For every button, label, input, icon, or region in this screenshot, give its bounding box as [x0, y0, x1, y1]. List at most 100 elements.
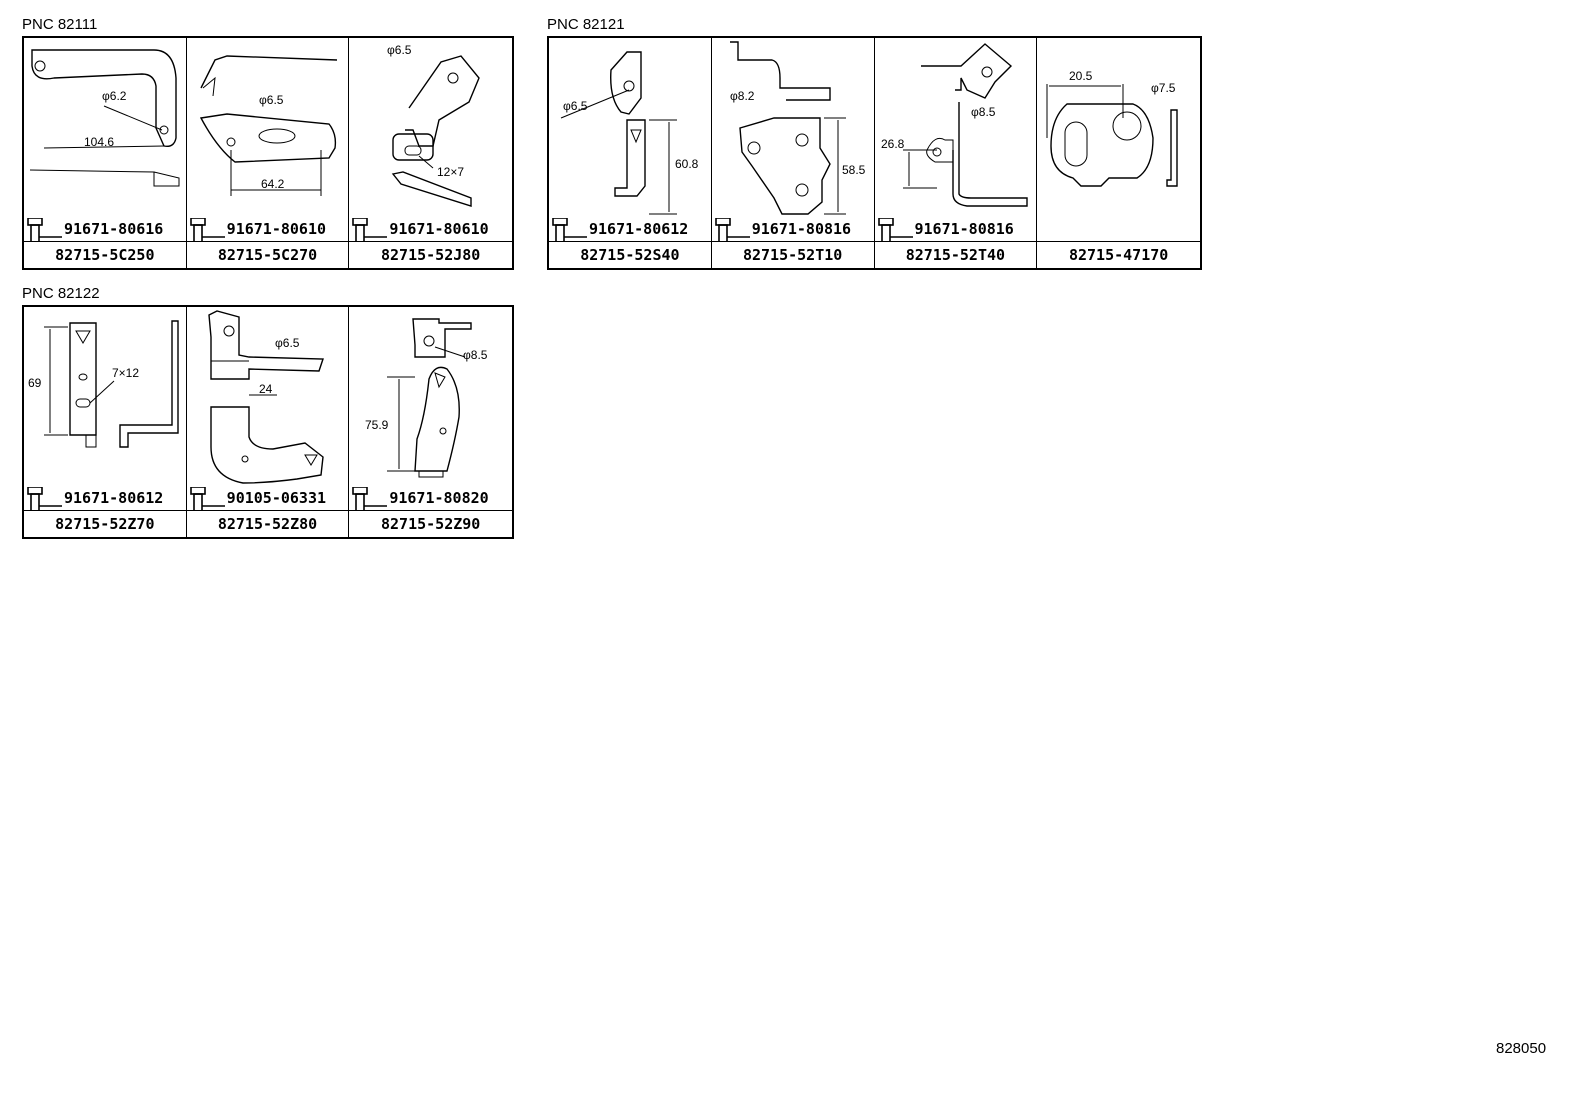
dim-height: 60.8	[675, 157, 699, 171]
dim-diameter: φ6.5	[387, 43, 412, 57]
dimension-label: 12×7	[437, 165, 464, 179]
bolt-row: 91671-80816	[712, 218, 874, 242]
dim-length: 104.6	[84, 135, 114, 149]
bracket-drawing	[44, 320, 179, 448]
dimension-label: φ6.5	[387, 43, 412, 57]
bracket-part-number[interactable]: 82715-52T40	[874, 241, 1037, 268]
part-cell[interactable]: 20.5 φ7.5 82715-47170	[1037, 38, 1200, 268]
parts-grid: φ6.5 60.8 91671-80612 82715-52S40 φ8.2 5…	[547, 36, 1202, 270]
bracket-drawing	[29, 49, 180, 187]
dim-height: 26.8	[881, 137, 905, 151]
dim-height: 58.5	[842, 163, 866, 177]
bolt-icon	[877, 218, 913, 242]
bolt-row: 91671-80820	[349, 487, 512, 511]
dimension-label: φ8.2	[730, 89, 755, 103]
dim-diameter: φ6.2	[102, 89, 127, 103]
bracket-part-number[interactable]: 82715-52J80	[349, 241, 513, 268]
bracket-drawing	[902, 43, 1028, 207]
bolt-row: 91671-80612	[24, 487, 186, 511]
bolt-part-number[interactable]: 91671-80816	[751, 220, 852, 238]
dim-length: 64.2	[261, 177, 285, 191]
bolt-row: 91671-80610	[349, 218, 512, 242]
bracket-part-number[interactable]: 82715-52Z70	[24, 510, 186, 537]
dim-diameter: φ6.5	[275, 336, 300, 350]
parts-grid: φ6.2 104.6 91671-80616 82715-5C250 φ6.5 …	[22, 36, 514, 270]
part-cell[interactable]: φ6.5 60.8 91671-80612 82715-52S40	[549, 38, 712, 268]
bracket-part-number[interactable]: 82715-5C250	[24, 241, 186, 268]
bolt-row: 91671-80612	[549, 218, 711, 242]
bracket-part-number[interactable]: 82715-5C270	[186, 241, 349, 268]
part-cell[interactable]: φ6.5 64.2 91671-80610 82715-5C270	[186, 38, 350, 268]
bracket-drawing	[392, 55, 481, 207]
dim-length: 24	[259, 382, 273, 396]
bracket-drawing	[387, 318, 473, 478]
dimension-label: 7×12	[112, 366, 139, 380]
bolt-row: 90105-06331	[187, 487, 349, 511]
dimension-label: 69	[28, 376, 42, 390]
dimension-label: φ6.5	[563, 99, 588, 113]
part-cell[interactable]: φ6.5 12×7 91671-80610 82715-52J80	[349, 38, 513, 268]
bracket-part-number[interactable]: 82715-52S40	[549, 241, 711, 268]
dimension-label: 60.8	[675, 157, 699, 171]
bolt-part-number[interactable]: 91671-80610	[389, 220, 489, 238]
dimension-label: 58.5	[842, 163, 866, 177]
part-cell[interactable]: 69 7×12 91671-80612 82715-52Z70	[24, 307, 187, 537]
dim-slot: 7×12	[112, 366, 139, 380]
bolt-row	[1037, 218, 1200, 242]
dim-diameter: φ6.5	[259, 93, 284, 107]
dimension-label: 64.2	[261, 177, 285, 191]
bracket-drawing	[1046, 84, 1178, 187]
bolt-part-number[interactable]: 91671-80616	[64, 220, 164, 238]
dimension-label: 24	[259, 382, 273, 396]
bolt-row: 91671-80816	[875, 218, 1037, 242]
bolt-part-number[interactable]: 91671-80820	[389, 489, 489, 507]
group-title: PNC 82122	[22, 285, 100, 302]
bracket-drawing	[729, 41, 846, 215]
bolt-row: 91671-80616	[24, 218, 186, 242]
bolt-icon	[27, 218, 62, 242]
bracket-drawing	[560, 51, 677, 215]
dim-height: 75.9	[365, 418, 389, 432]
bolt-icon	[27, 487, 62, 511]
bolt-icon	[189, 218, 225, 242]
bracket-drawing	[207, 310, 324, 484]
bolt-icon	[352, 487, 388, 511]
bracket-part-number[interactable]: 82715-52Z80	[186, 510, 349, 537]
part-cell[interactable]: φ8.5 26.8 91671-80816 82715-52T40	[874, 38, 1038, 268]
bracket-drawing	[199, 55, 337, 196]
dim-diameter: φ8.2	[730, 89, 755, 103]
group-title: PNC 82121	[547, 16, 625, 33]
bolt-part-number[interactable]: 91671-80612	[589, 220, 689, 238]
bracket-part-number[interactable]: 82715-52Z90	[349, 510, 513, 537]
group-title: PNC 82111	[22, 16, 98, 33]
dim-diameter: φ8.5	[971, 105, 996, 119]
bolt-part-number[interactable]: 90105-06331	[226, 489, 327, 507]
dim-diameter: φ7.5	[1151, 81, 1176, 95]
dimension-label: 104.6	[84, 135, 114, 149]
dimension-label: φ6.5	[259, 93, 284, 107]
bracket-part-number[interactable]: 82715-47170	[1037, 241, 1200, 268]
dimension-label: φ6.2	[102, 89, 127, 103]
part-cell[interactable]: φ8.5 75.9 91671-80820 82715-52Z90	[349, 307, 513, 537]
bolt-part-number[interactable]: 91671-80612	[64, 489, 164, 507]
bolt-part-number[interactable]: 91671-80610	[226, 220, 327, 238]
dim-diameter: φ6.5	[563, 99, 588, 113]
dimension-label: φ7.5	[1151, 81, 1176, 95]
part-cell[interactable]: φ6.2 104.6 91671-80616 82715-5C250	[24, 38, 187, 268]
dim-height: 69	[28, 376, 42, 390]
dimension-label: φ6.5	[275, 336, 300, 350]
bolt-part-number[interactable]: 91671-80816	[914, 220, 1014, 238]
part-cell[interactable]: φ8.2 58.5 91671-80816 82715-52T10	[711, 38, 875, 268]
dim-diameter: φ8.5	[463, 348, 488, 362]
dimension-label: 26.8	[881, 137, 905, 151]
dimension-label: φ8.5	[971, 105, 996, 119]
bolt-icon	[714, 218, 750, 242]
dimension-label: 20.5	[1069, 69, 1093, 83]
part-cell[interactable]: φ6.5 24 90105-06331 82715-52Z80	[186, 307, 350, 537]
dim-slot: 12×7	[437, 165, 464, 179]
bracket-part-number[interactable]: 82715-52T10	[711, 241, 874, 268]
bolt-icon	[352, 218, 388, 242]
dimension-label: φ8.5	[463, 348, 488, 362]
parts-grid: 69 7×12 91671-80612 82715-52Z70 φ6.5 24	[22, 305, 514, 539]
dim-width: 20.5	[1069, 69, 1093, 83]
